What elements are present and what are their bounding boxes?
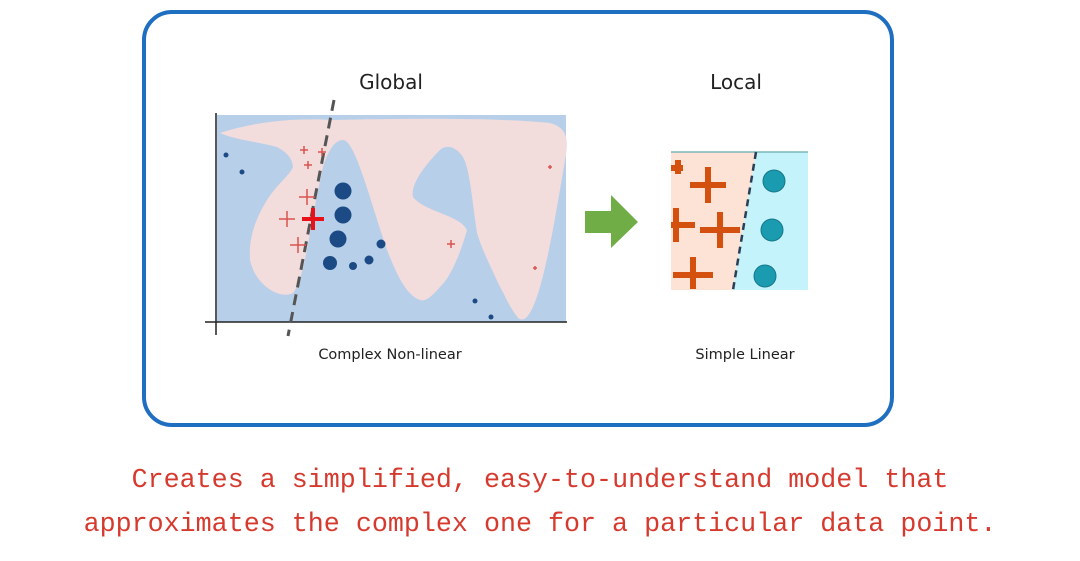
local-plot [671, 151, 808, 291]
local-positive-points [671, 160, 740, 289]
local-title: Local [710, 70, 762, 94]
plus-point [671, 208, 695, 242]
plus-point [673, 257, 713, 289]
plus-point [690, 167, 726, 203]
plus-point [671, 160, 683, 174]
data-point [334, 182, 352, 200]
local-caption: Simple Linear [695, 347, 795, 363]
description-line-1: Creates a simplified, easy-to-understand… [131, 466, 949, 496]
linear-boundary-line [286, 99, 336, 337]
data-point [472, 298, 478, 304]
data-point [364, 255, 374, 265]
local-negative-points [753, 169, 786, 288]
data-point [223, 152, 229, 158]
data-point [760, 218, 784, 242]
plus-point [318, 148, 326, 156]
plus-point [279, 211, 295, 227]
plus-point [300, 146, 308, 154]
plus-point [548, 165, 552, 169]
plus-point [304, 161, 312, 169]
data-point [349, 262, 357, 270]
plus-point [533, 266, 537, 270]
global-pink-region [220, 118, 567, 320]
positive-points [279, 146, 552, 270]
data-point [376, 239, 386, 249]
data-point [762, 169, 786, 193]
highlighted-instance-plus [302, 208, 324, 230]
data-point [329, 230, 347, 248]
plus-point [700, 212, 740, 248]
arrow-icon [585, 195, 638, 248]
data-point [239, 169, 245, 175]
diagram-frame [142, 10, 894, 427]
plus-point [299, 189, 315, 205]
data-point [334, 206, 352, 224]
description-line-2: approximates the complex one for a parti… [83, 510, 997, 540]
data-point [323, 256, 337, 270]
negative-points [223, 152, 494, 320]
global-plot [205, 99, 567, 337]
global-title: Global [359, 70, 423, 94]
plus-point [447, 240, 455, 248]
global-caption: Complex Non-linear [318, 347, 462, 363]
plus-point [290, 237, 306, 253]
data-point [753, 264, 777, 288]
data-point [488, 314, 494, 320]
